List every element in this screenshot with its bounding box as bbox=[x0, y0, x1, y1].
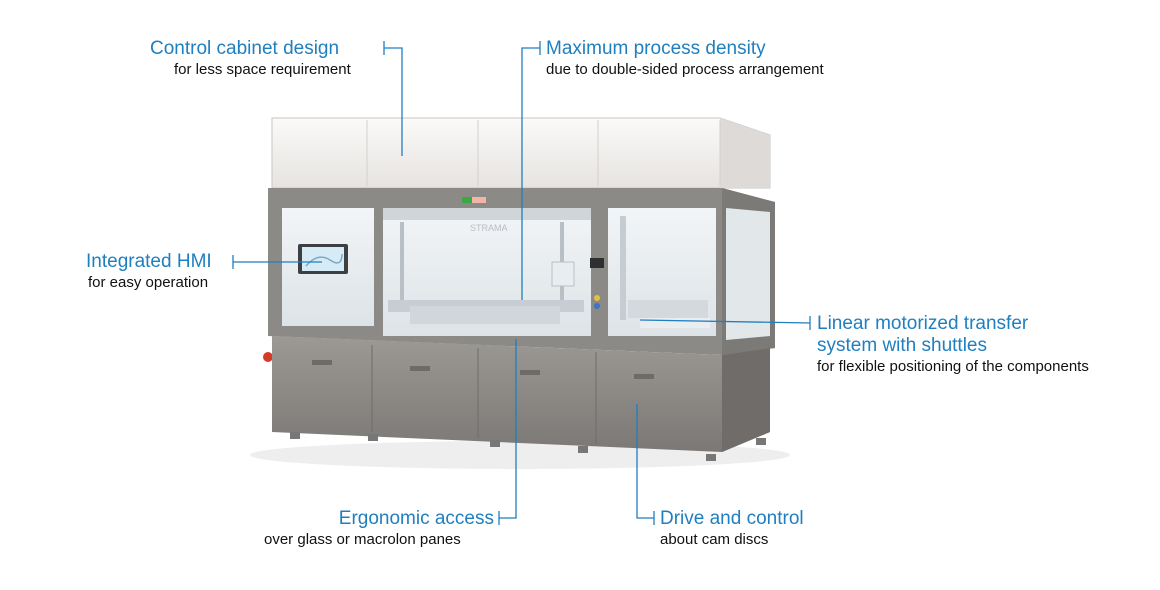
leader-lines bbox=[232, 41, 811, 525]
callout-drive-control: Drive and control about cam discs bbox=[660, 508, 804, 549]
callout-subtitle: about cam discs bbox=[660, 531, 769, 548]
callout-title: Integrated HMI bbox=[86, 251, 212, 272]
callout-subtitle: due to double-sided process arrangement bbox=[546, 61, 824, 78]
callout-ergonomic-access: Ergonomic access over glass or macrolon … bbox=[262, 508, 494, 549]
control-cabinet bbox=[271, 117, 771, 189]
callout-title-line2: system with shuttles bbox=[817, 335, 987, 356]
callout-title: Control cabinet design bbox=[150, 38, 340, 59]
callout-title: Maximum process density bbox=[546, 38, 766, 59]
hmi-screen bbox=[302, 247, 344, 271]
callout-subtitle: over glass or macrolon panes bbox=[264, 531, 461, 548]
callout-subtitle: for easy operation bbox=[88, 274, 209, 291]
machine-base bbox=[272, 336, 770, 452]
callout-process-density: Maximum process density due to double-si… bbox=[546, 38, 824, 79]
side-window bbox=[726, 208, 770, 340]
brand-watermark: STRAMA bbox=[470, 223, 508, 233]
callout-integrated-hmi: Integrated HMI for easy operation bbox=[86, 251, 212, 292]
callout-title-line1: Linear motorized transfer bbox=[817, 313, 1029, 334]
callout-subtitle: for flexible positioning of the componen… bbox=[817, 358, 1089, 375]
callout-transfer-system: Linear motorized transfer system with sh… bbox=[817, 313, 1089, 376]
cabinet-right-face bbox=[720, 118, 770, 188]
status-panel bbox=[590, 258, 604, 268]
emergency-stop bbox=[263, 352, 273, 362]
callout-subtitle: for less space requirement bbox=[174, 61, 351, 78]
callout-control-cabinet: Control cabinet design for less space re… bbox=[150, 38, 378, 79]
callout-title: Drive and control bbox=[660, 508, 804, 529]
callout-title: Ergonomic access bbox=[338, 508, 494, 529]
